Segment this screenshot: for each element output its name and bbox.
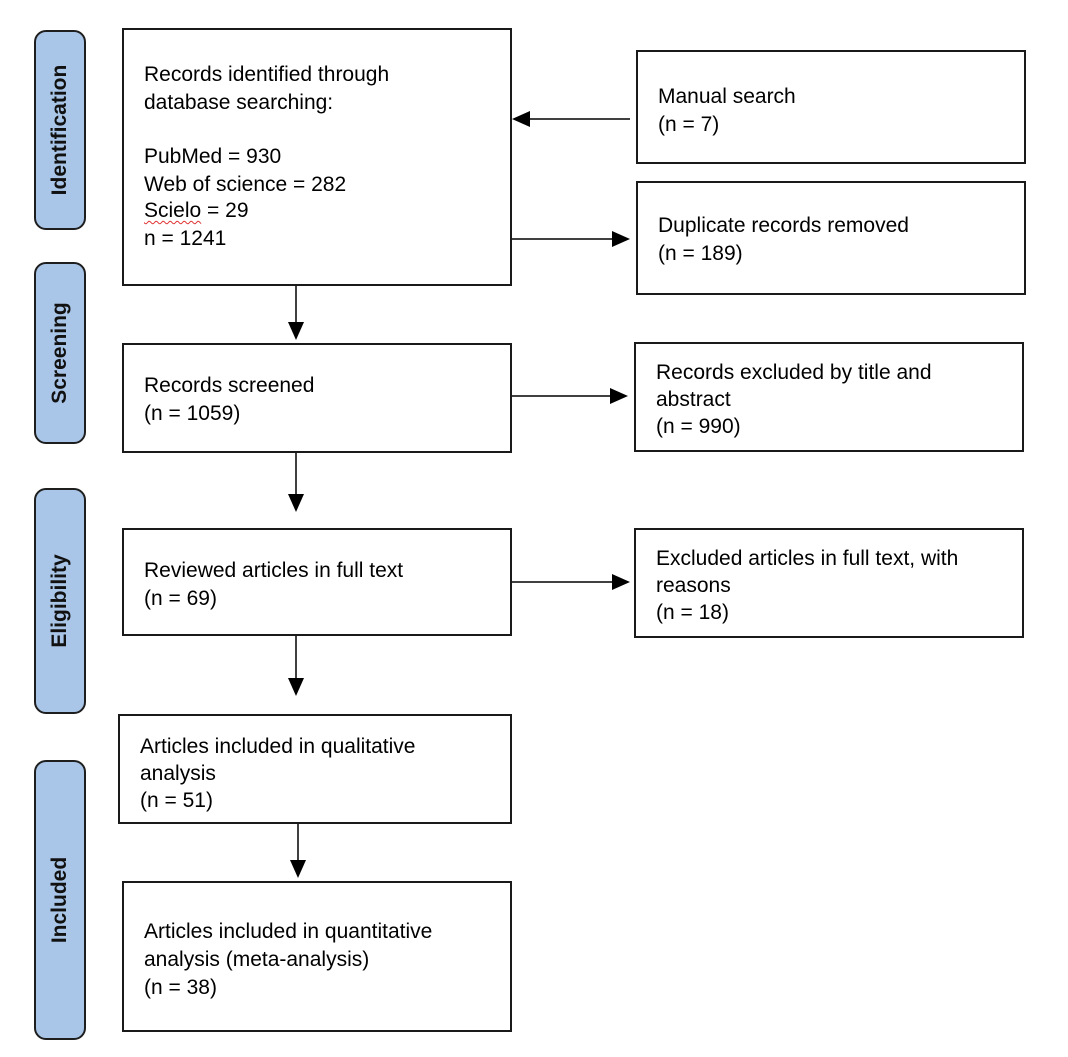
arrow-screened-to-fulltext [288,453,304,512]
phase-eligibility: Eligibility [34,488,86,714]
identified-line1: Records identified through [144,63,390,86]
identified-web-of-science: Web of science = 282 [144,173,347,196]
fulltext-line1: Reviewed articles in full text [144,559,404,582]
arrow-fulltext-to-qualitative [288,636,304,696]
quantitative-line1: Articles included in quantitative [144,920,433,943]
excluded-title-line1: Records excluded by title and [656,361,932,384]
box-duplicates-removed: Duplicate records removed (n = 189) [636,181,1026,295]
arrow-identified-to-duplicates [512,231,630,247]
excluded-title-line3: (n = 990) [656,415,741,438]
arrow-qualitative-to-quantitative [290,824,306,878]
screened-line2: (n = 1059) [144,402,241,425]
arrow-identified-to-screened [288,286,304,340]
box-excluded-title-abstract: Records excluded by title and abstract (… [634,342,1024,452]
box-records-screened: Records screened (n = 1059) [122,343,512,453]
duplicates-line1: Duplicate records removed [658,214,909,237]
box-records-identified: Records identified through database sear… [122,28,512,286]
identified-total: n = 1241 [144,227,227,250]
manual-line1: Manual search [658,85,796,108]
box-excluded-full-text: Excluded articles in full text, with rea… [634,528,1024,638]
quantitative-line3: (n = 38) [144,976,217,999]
arrow-manual-to-identified [512,111,630,127]
quantitative-line2: analysis (meta-analysis) [144,948,370,971]
qualitative-line1: Articles included in qualitative [140,735,416,758]
fulltext-line2: (n = 69) [144,587,217,610]
identified-scielo-name: Scielo [144,199,202,222]
identified-scielo: Scielo = 29 [144,198,249,224]
screened-line1: Records screened [144,374,315,397]
identified-line2: database searching: [144,91,334,114]
identified-pubmed: PubMed = 930 [144,145,282,168]
phase-included: Included [34,760,86,1040]
arrow-screened-to-excluded-title [512,388,628,404]
excluded-fulltext-line2: reasons [656,574,731,597]
duplicates-line2: (n = 189) [658,242,743,265]
excluded-fulltext-line1: Excluded articles in full text, with [656,547,959,570]
qualitative-line3: (n = 51) [140,789,213,812]
qualitative-line2: analysis [140,762,216,785]
box-full-text-reviewed: Reviewed articles in full text (n = 69) [122,528,512,636]
phase-screening: Screening [34,262,86,444]
manual-line2: (n = 7) [658,113,720,136]
box-qualitative-included: Articles included in qualitative analysi… [118,714,512,824]
box-quantitative-included: Articles included in quantitative analys… [122,881,512,1032]
phase-identification: Identification [34,30,86,230]
excluded-fulltext-line3: (n = 18) [656,601,729,624]
identified-scielo-value: = 29 [201,199,249,222]
box-manual-search: Manual search (n = 7) [636,50,1026,164]
excluded-title-line2: abstract [656,388,731,411]
arrow-fulltext-to-excluded-fulltext [512,574,630,590]
